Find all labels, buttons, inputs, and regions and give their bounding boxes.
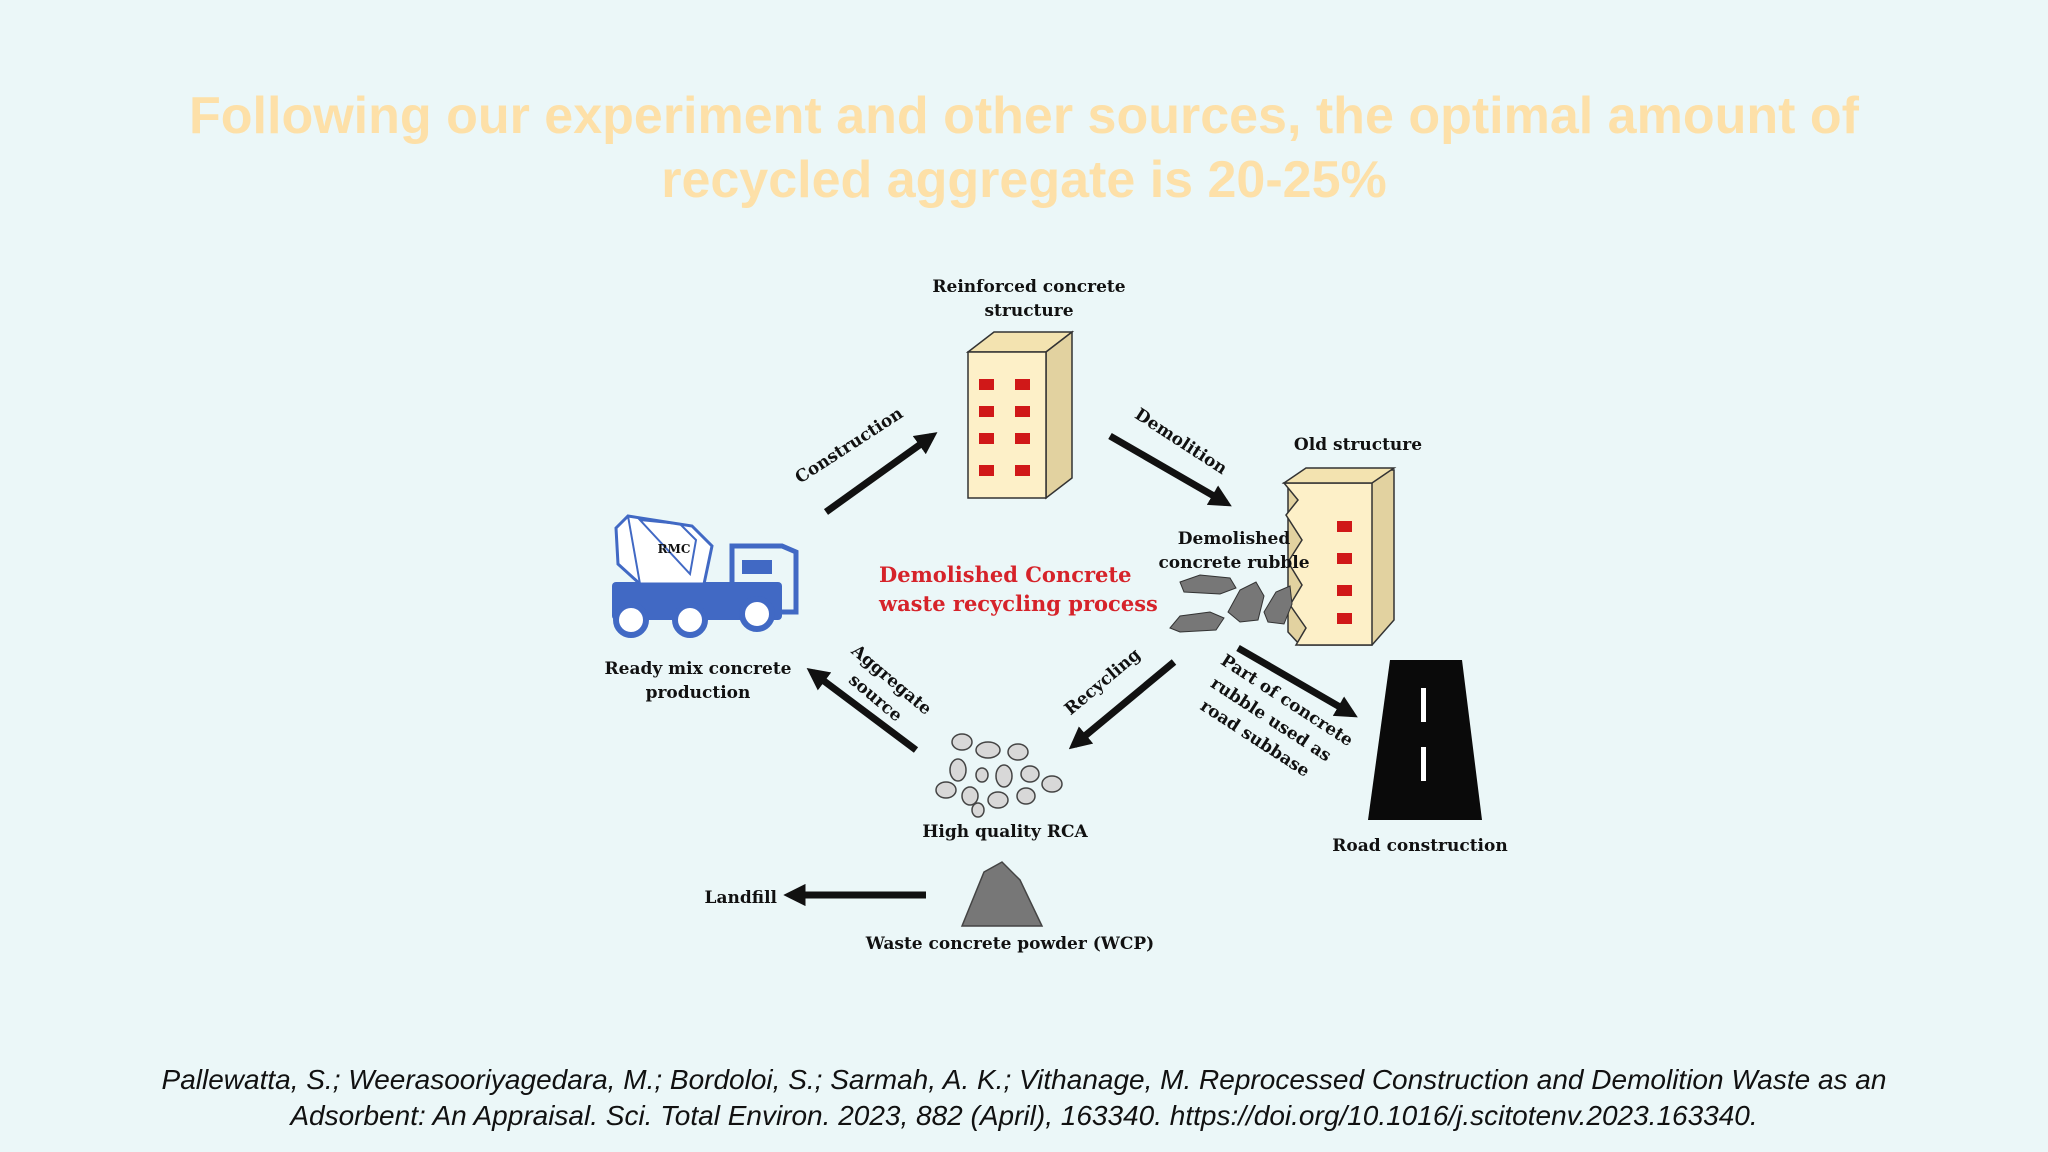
arrow-demolition-label: Demolition [1131, 405, 1231, 479]
arrow-recycling-label: Recycling [1061, 645, 1145, 720]
reinforced-building-icon [965, 330, 1075, 500]
arrow-construction [823, 432, 938, 515]
building-label-line-2: structure [984, 301, 1073, 321]
mixer-truck-icon [612, 514, 799, 638]
rubble-icon [1169, 574, 1293, 633]
truck-text: RMC [658, 542, 691, 556]
rubble-label-line-1: Demolished [1178, 529, 1291, 549]
arrow-construction-label: Construction [792, 404, 907, 488]
title-line-1: Following our experiment and other sourc… [189, 87, 1859, 145]
arrow-recycling [1068, 659, 1177, 750]
building-label-line-1: Reinforced concrete [932, 277, 1125, 297]
slide-title: Following our experiment and other sourc… [124, 84, 1924, 212]
center-title-line-2: waste recycling process [878, 591, 1158, 616]
truck-label-line-2: production [646, 683, 751, 703]
arrow-demolition [1108, 432, 1232, 507]
powder-pile-icon [960, 861, 1044, 927]
citation-line-2: Adsorbent: An Appraisal. Sci. Total Envi… [290, 1100, 1758, 1131]
citation: Pallewatta, S.; Weerasooriyagedara, M.; … [40, 1062, 2008, 1134]
truck-label-line-1: Ready mix concrete [605, 659, 792, 679]
wcp-label: Waste concrete powder (WCP) [865, 934, 1154, 954]
road-label: Road construction [1332, 836, 1507, 856]
center-title-line-1: Demolished Concrete [879, 562, 1131, 587]
landfill-label: Landfill [705, 888, 778, 908]
old-structure-icon [1281, 467, 1397, 646]
rca-label: High quality RCA [922, 822, 1088, 842]
citation-line-1: Pallewatta, S.; Weerasooriyagedara, M.; … [161, 1064, 1887, 1095]
rubble-label-line-2: concrete rubble [1158, 553, 1309, 573]
arrow-aggregate [806, 667, 919, 753]
old-structure-label: Old structure [1294, 435, 1422, 455]
gravel-icon [935, 733, 1063, 818]
road-icon [1368, 660, 1482, 820]
arrow-road-subbase [1236, 644, 1358, 718]
title-line-2: recycled aggregate is 20-25% [661, 151, 1387, 209]
